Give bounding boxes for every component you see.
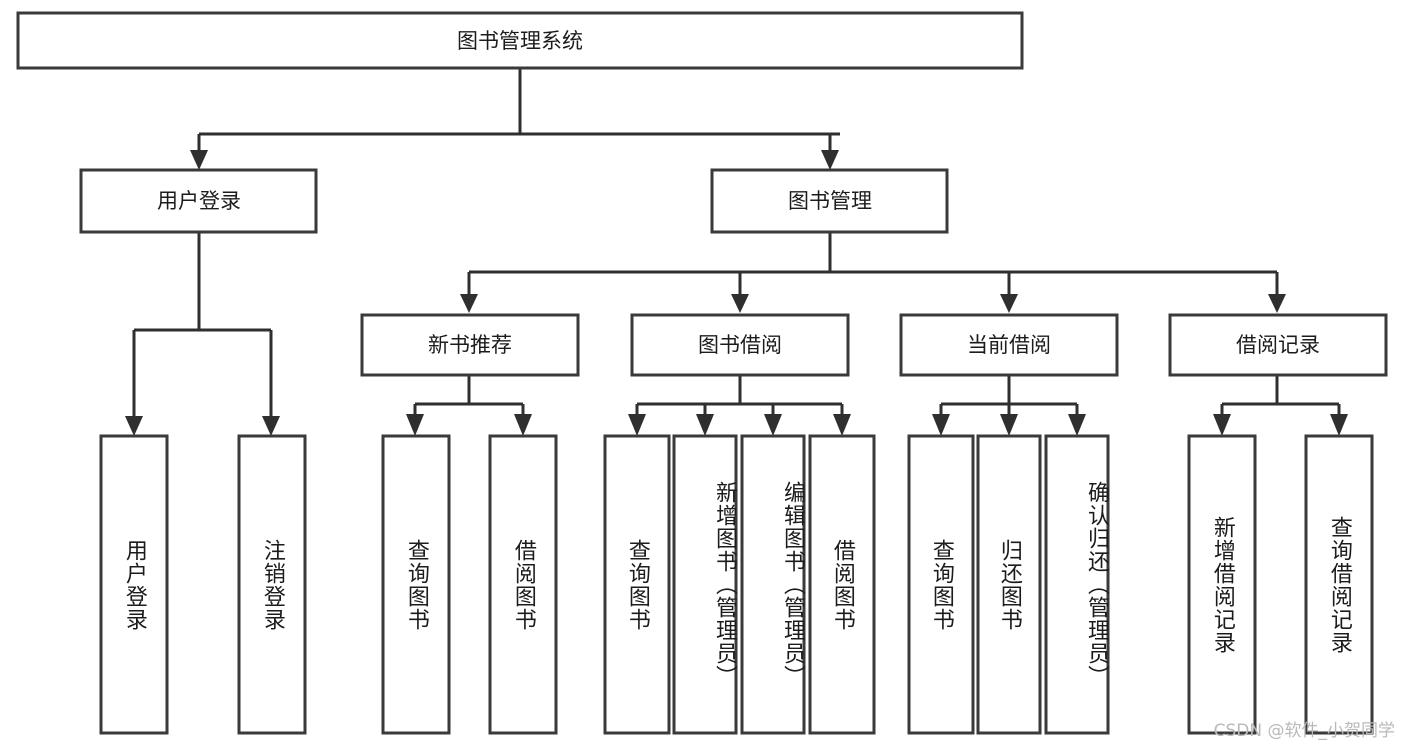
node-leaf-borrow-book-1[interactable] [488,434,558,735]
connector-borrowrecord-to-leaves [1213,375,1348,436]
node-leaf-query-book-2[interactable] [603,434,671,735]
node-current-borrow-label: 当前借阅 [967,333,1051,357]
node-leaf-add-book[interactable] [672,434,738,735]
node-borrow-record[interactable]: 借阅记录 [1168,313,1388,377]
node-borrow-record-label: 借阅记录 [1236,333,1320,357]
node-leaf-query-book-1[interactable] [381,434,451,735]
node-leaf-logout[interactable] [237,434,307,735]
node-leaf-borrow-book-2[interactable] [808,434,876,735]
watermark-text: CSDN @软件_小贺同学 [1213,721,1395,741]
node-leaf-query-record[interactable] [1304,434,1374,735]
connector-currentborrow-to-leaves [932,375,1086,436]
node-root-system[interactable]: 图书管理系统 [16,11,1024,70]
node-book-management-label: 图书管理 [788,189,872,213]
node-new-book-recommend-label: 新书推荐 [428,333,512,357]
connector-userlogin-to-leaves [125,232,280,436]
connector-root-to-level2 [190,68,840,170]
node-user-login[interactable]: 用户登录 [79,168,318,234]
node-leaf-confirm-return[interactable] [1044,434,1110,735]
node-leaf-edit-book[interactable] [740,434,806,735]
node-book-borrow-label: 图书借阅 [698,333,782,357]
node-leaf-return-book[interactable] [976,434,1042,735]
node-current-borrow[interactable]: 当前借阅 [899,313,1119,377]
node-user-login-label: 用户登录 [157,189,241,213]
connector-newbook-to-leaves [406,375,532,436]
node-root-system-label: 图书管理系统 [457,29,583,53]
node-book-management[interactable]: 图书管理 [710,168,949,234]
connector-bookborrow-to-leaves [628,375,851,436]
node-new-book-recommend[interactable]: 新书推荐 [360,313,580,377]
node-book-borrow[interactable]: 图书借阅 [630,313,850,377]
node-leaf-user-login[interactable] [99,434,169,735]
connector-bookmgmt-to-level3 [460,232,1286,313]
node-leaf-add-record[interactable] [1187,434,1257,735]
node-leaf-query-book-3[interactable] [907,434,975,735]
